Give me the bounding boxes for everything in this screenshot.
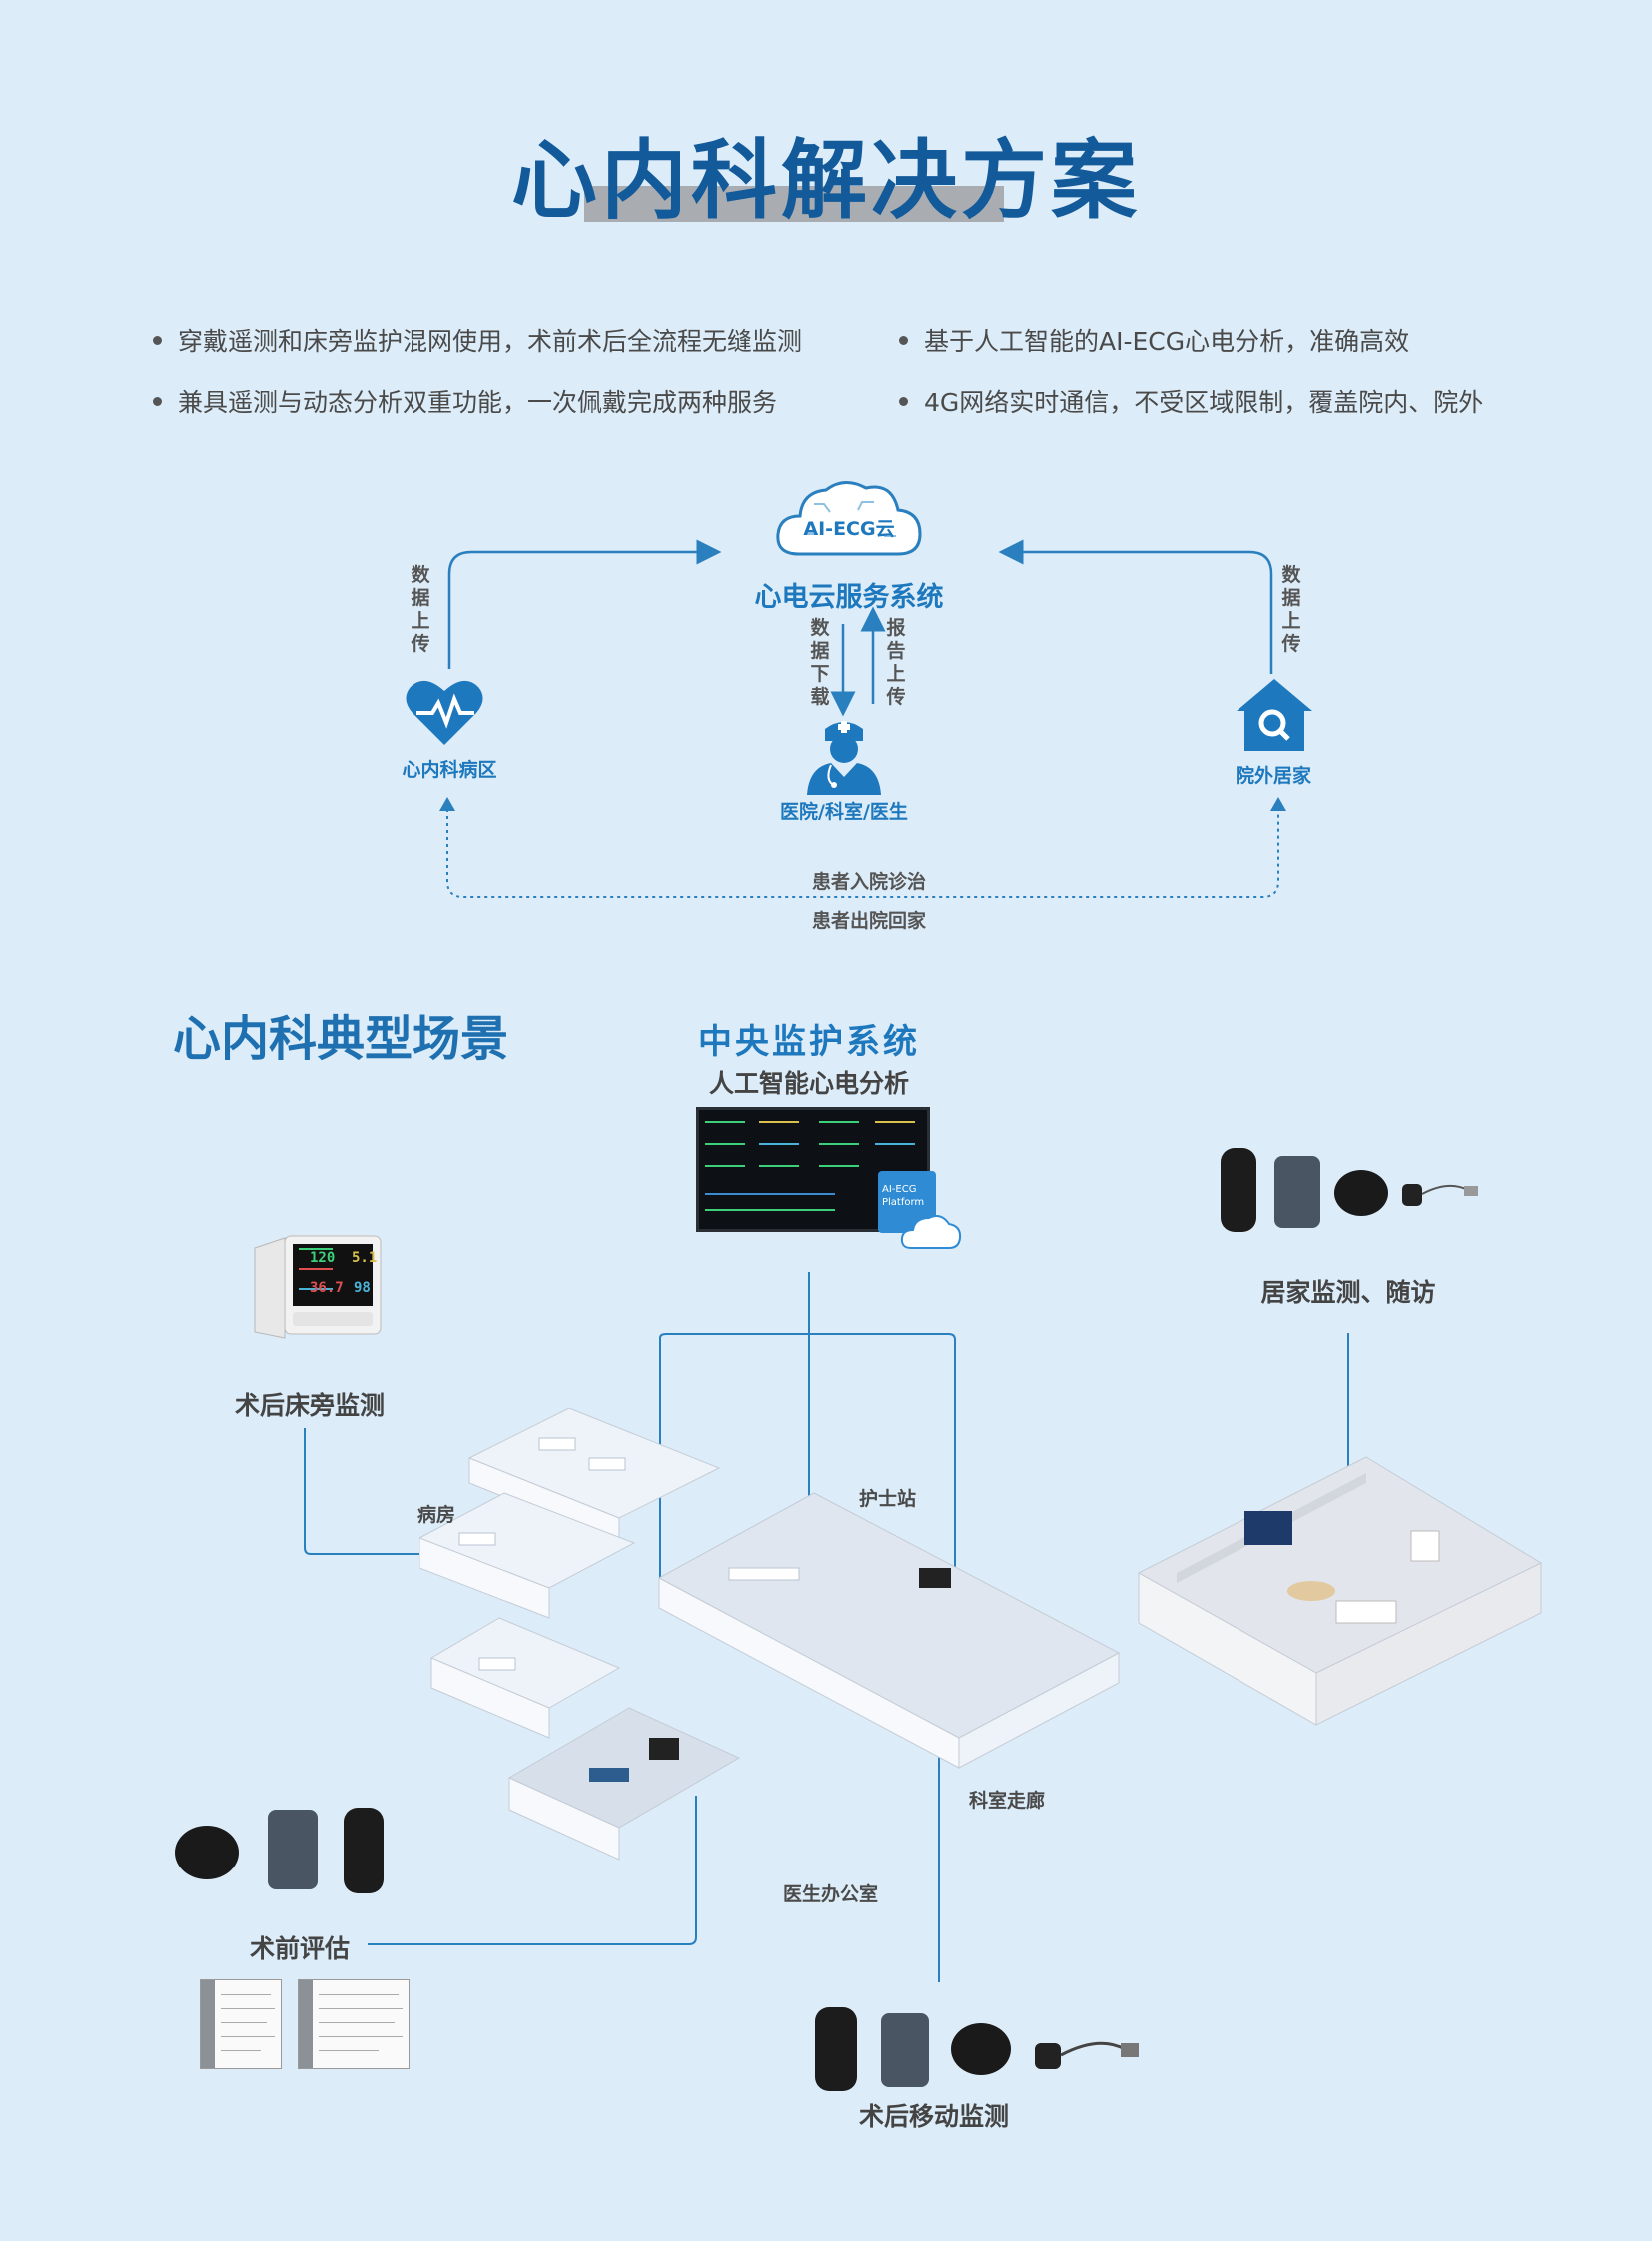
recorder-device	[1274, 1156, 1320, 1228]
bullet-item: 4G网络实时通信，不受区域限制，覆盖院内、院外	[899, 383, 1483, 419]
room-label-ward: 病房	[417, 1504, 456, 1526]
doctor-icon	[807, 721, 881, 795]
monitor-value-temp: 36.7	[310, 1280, 344, 1296]
hospital-floor-plan	[419, 1408, 1121, 1861]
flow-diagram-lines	[439, 539, 1286, 898]
bedside-monitor-device	[254, 1235, 382, 1339]
monitor-value-2: 5.1	[352, 1250, 378, 1266]
room-label-doctor-office: 医生办公室	[783, 1883, 879, 1905]
room-label-nurse-station: 护士站	[859, 1488, 917, 1510]
report-upload-label: 报告上传	[886, 617, 906, 708]
cloud-label: AI-ECG云	[803, 518, 895, 540]
wearable-device-black	[1221, 1148, 1256, 1232]
discharge-label: 患者出院回家	[811, 910, 926, 932]
electrode-cable-device	[1035, 2041, 1139, 2069]
patch-device	[175, 1826, 239, 1879]
upload-left-label: 数据上传	[411, 564, 430, 655]
holter-bp-report	[298, 1979, 410, 2069]
page-title: 心内科解决方案	[511, 131, 1141, 231]
patch-device	[1334, 1170, 1388, 1216]
postop-mobile-label: 术后移动监测	[858, 2102, 1009, 2131]
ward-label: 心内科病区	[402, 759, 497, 781]
home-followup-label: 居家监测、随访	[1260, 1278, 1436, 1307]
download-label: 数据下载	[810, 617, 830, 708]
monitor-value-hr: 120	[310, 1250, 336, 1266]
recorder-device	[268, 1810, 318, 1889]
cloud-icon	[776, 481, 922, 556]
bullet-text: 4G网络实时通信，不受区域限制，覆盖院内、院外	[924, 388, 1484, 417]
central-monitor-subtitle: 人工智能心电分析	[708, 1069, 909, 1098]
preop-label: 术前评估	[249, 1934, 350, 1963]
bullet-item: 穿戴遥测和床旁监护混网使用，术前术后全流程无缝监测	[153, 322, 802, 358]
holter-ecg-report	[200, 1979, 282, 2069]
scenes-section-title: 心内科典型场景	[173, 1011, 509, 1067]
recorder-device	[881, 2013, 929, 2087]
admit-label: 患者入院诊治	[811, 871, 926, 893]
heart-icon	[406, 680, 483, 745]
bedside-monitor-label: 术后床旁监测	[234, 1391, 385, 1420]
upload-right-label: 数据上传	[1281, 564, 1301, 655]
cloud-service-label: 心电云服务系统	[754, 582, 944, 613]
wearable-device-black	[815, 2007, 857, 2091]
monitor-value-spo2: 98	[354, 1280, 371, 1296]
patch-device	[951, 2023, 1011, 2075]
cloud-icon	[900, 1215, 962, 1249]
bullet-text: 兼具遥测与动态分析双重功能，一次佩戴完成两种服务	[178, 388, 778, 417]
electrode-cable-device	[1402, 1184, 1478, 1206]
doctor-label: 医院/科室/医生	[780, 801, 908, 823]
home-search-icon	[1237, 679, 1312, 751]
bullet-text: 基于人工智能的AI-ECG心电分析，准确高效	[924, 327, 1410, 356]
title-underline-bar	[584, 186, 1004, 222]
bullet-text: 穿戴遥测和床旁监护混网使用，术前术后全流程无缝监测	[178, 327, 803, 356]
home-label: 院外居家	[1235, 765, 1311, 787]
wearable-device-black	[344, 1808, 384, 1893]
bullet-item: 基于人工智能的AI-ECG心电分析，准确高效	[899, 322, 1409, 358]
home-room-scene	[1137, 1456, 1543, 1726]
bullet-item: 兼具遥测与动态分析双重功能，一次佩戴完成两种服务	[153, 383, 777, 419]
room-label-corridor: 科室走廊	[969, 1790, 1046, 1812]
title-container: 心内科解决方案	[0, 110, 1652, 235]
central-monitor-title: 中央监护系统	[698, 1022, 920, 1062]
